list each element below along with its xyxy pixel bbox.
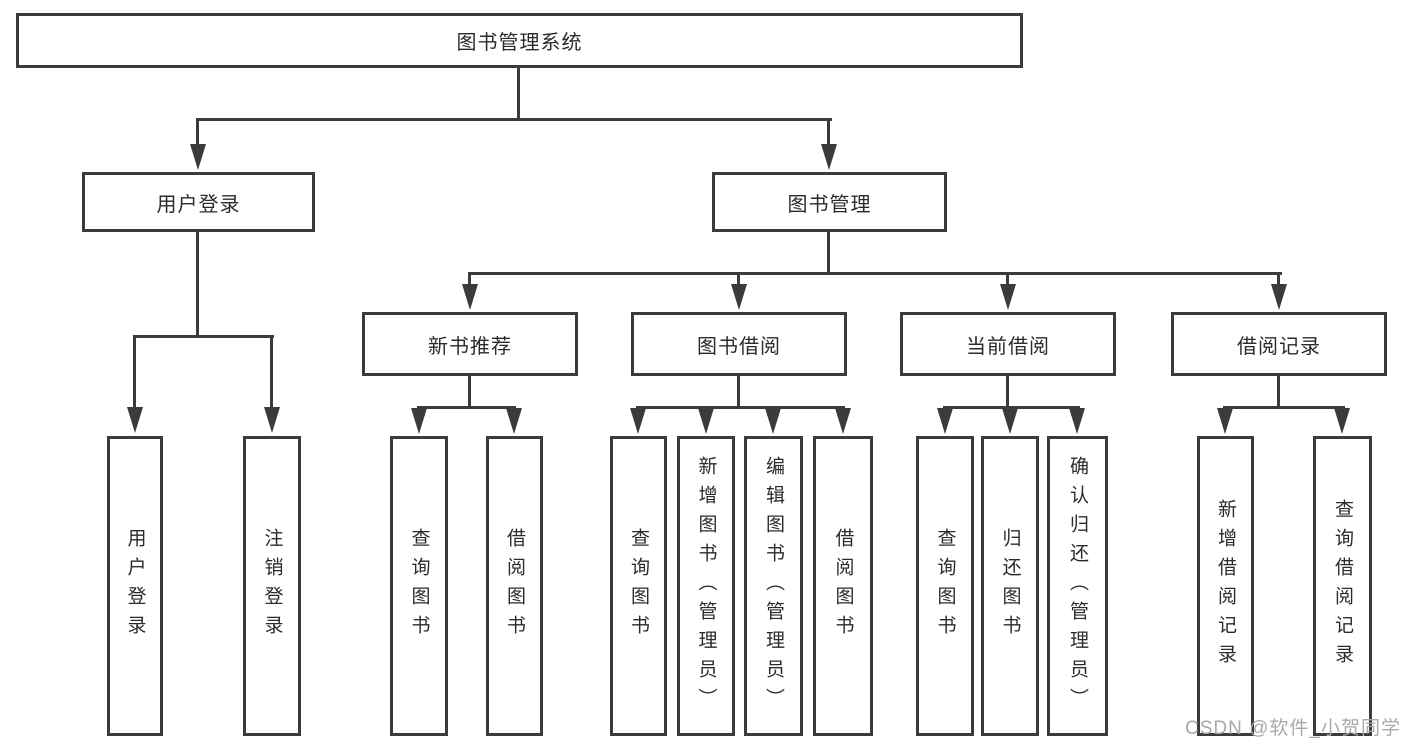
leaf-label: 新增图书（管理员） xyxy=(695,455,717,717)
leaf-add-books-admin: 新增图书（管理员） xyxy=(677,436,735,736)
connector-hline xyxy=(1223,406,1345,409)
arrowhead-down-icon xyxy=(821,144,837,170)
connector-hline xyxy=(417,406,516,409)
leaf-query-books: 查询图书 xyxy=(390,436,448,736)
leaf-label: 查询借阅记录 xyxy=(1332,499,1353,673)
node-borrow-record: 借阅记录 xyxy=(1171,312,1387,376)
connector-hline xyxy=(133,335,274,338)
connector-vline xyxy=(133,335,136,412)
arrowhead-down-icon xyxy=(127,407,143,433)
arrowhead-down-icon xyxy=(698,408,714,434)
arrowhead-down-icon xyxy=(1002,408,1018,434)
connector-vline xyxy=(1006,376,1009,409)
leaf-confirm-return-admin: 确认归还（管理员） xyxy=(1047,436,1108,736)
leaf-query-borrow-record: 查询借阅记录 xyxy=(1313,436,1372,736)
connector-vline xyxy=(737,376,740,409)
connector-hline xyxy=(468,272,1282,275)
connector-vline xyxy=(1277,376,1280,409)
node-book-borrow: 图书借阅 xyxy=(631,312,847,376)
arrowhead-down-icon xyxy=(1334,408,1350,434)
connector-hline xyxy=(636,406,845,409)
leaf-label: 编辑图书（管理员） xyxy=(763,455,784,717)
leaf-query-books: 查询图书 xyxy=(916,436,974,736)
leaf-borrow-books: 借阅图书 xyxy=(813,436,873,736)
connector-vline xyxy=(1277,272,1280,288)
leaf-label: 用户登录 xyxy=(124,528,146,644)
arrowhead-down-icon xyxy=(1217,408,1233,434)
connector-vline xyxy=(196,232,199,338)
leaf-logout: 注销登录 xyxy=(243,436,301,736)
leaf-label: 借阅图书 xyxy=(504,528,525,644)
node-book-management: 图书管理 xyxy=(712,172,947,232)
connector-vline xyxy=(196,118,199,150)
connector-vline xyxy=(827,118,830,150)
leaf-user-login: 用户登录 xyxy=(107,436,163,736)
connector-vline xyxy=(737,272,740,288)
connector-vline xyxy=(270,335,273,412)
leaf-query-books: 查询图书 xyxy=(610,436,667,736)
leaf-label: 查询图书 xyxy=(934,528,956,644)
arrowhead-down-icon xyxy=(835,408,851,434)
leaf-add-borrow-record: 新增借阅记录 xyxy=(1197,436,1254,736)
leaf-label: 新增借阅记录 xyxy=(1215,499,1236,673)
connector-vline xyxy=(1006,272,1009,288)
arrowhead-down-icon xyxy=(731,284,747,310)
node-new-book-recommend: 新书推荐 xyxy=(362,312,578,376)
arrowhead-down-icon xyxy=(506,408,522,434)
leaf-label: 确认归还（管理员） xyxy=(1067,455,1088,717)
leaf-label: 归还图书 xyxy=(999,528,1021,644)
arrowhead-down-icon xyxy=(765,408,781,434)
arrowhead-down-icon xyxy=(264,407,280,433)
leaf-edit-books-admin: 编辑图书（管理员） xyxy=(744,436,803,736)
node-current-borrow: 当前借阅 xyxy=(900,312,1116,376)
leaf-label: 查询图书 xyxy=(628,528,649,644)
connector-hline xyxy=(196,118,832,121)
leaf-label: 注销登录 xyxy=(261,528,283,644)
arrowhead-down-icon xyxy=(1000,284,1016,310)
connector-vline xyxy=(517,68,520,121)
leaf-borrow-books: 借阅图书 xyxy=(486,436,543,736)
connector-vline xyxy=(468,376,471,409)
node-root: 图书管理系统 xyxy=(16,13,1023,68)
arrowhead-down-icon xyxy=(190,144,206,170)
connector-vline xyxy=(827,232,830,275)
leaf-label: 借阅图书 xyxy=(832,528,854,644)
leaf-return-books: 归还图书 xyxy=(981,436,1039,736)
watermark-text: CSDN @软件_小贺同学 xyxy=(1185,718,1401,739)
leaf-label: 查询图书 xyxy=(408,528,430,644)
arrowhead-down-icon xyxy=(1069,408,1085,434)
node-user-login: 用户登录 xyxy=(82,172,315,232)
arrowhead-down-icon xyxy=(1271,284,1287,310)
arrowhead-down-icon xyxy=(630,408,646,434)
arrowhead-down-icon xyxy=(462,284,478,310)
connector-vline xyxy=(468,272,471,288)
arrowhead-down-icon xyxy=(937,408,953,434)
connector-hline xyxy=(943,406,1080,409)
arrowhead-down-icon xyxy=(411,408,427,434)
